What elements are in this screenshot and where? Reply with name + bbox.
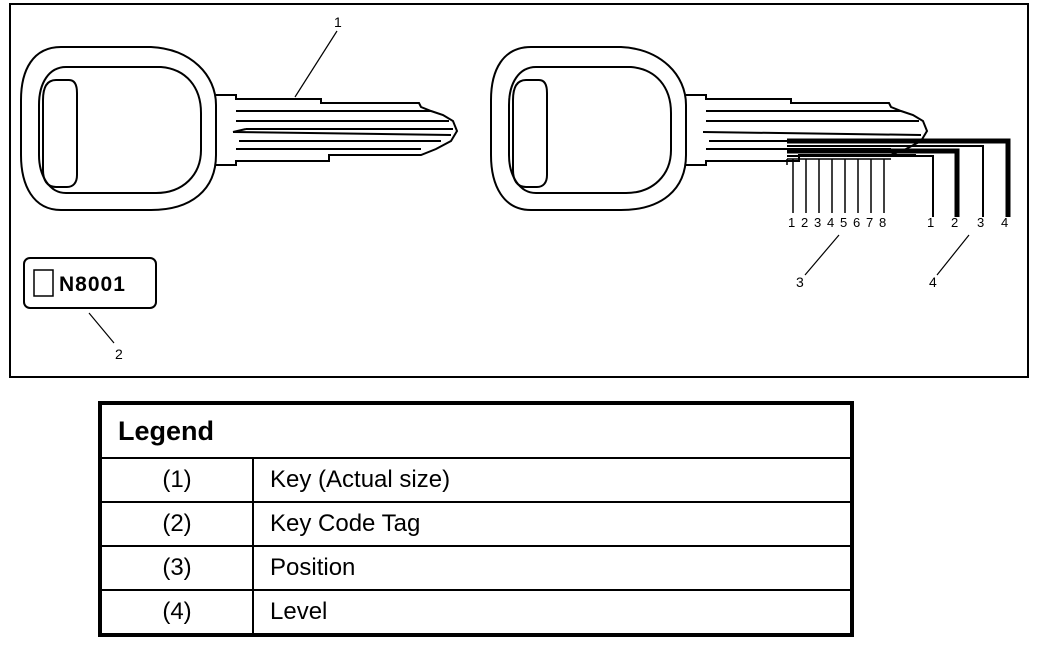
legend-description: Position [252,545,853,591]
legend-description: Level [252,589,853,636]
legend-row: (3) Position [99,545,853,591]
legend-description: Key Code Tag [252,501,853,547]
position-number: 4 [827,215,834,230]
legend-row: (1) Key (Actual size) [99,457,853,503]
key-illustration: 1 2 3 4 5 6 7 8 1 2 3 4 N8001 1 2 3 4 [20,14,1011,362]
legend-number: (3) [99,545,254,591]
legend-row: (2) Key Code Tag [99,501,853,547]
key-cut-diagram [490,46,929,211]
legend-number: (4) [99,589,254,636]
level-number: 3 [977,215,984,230]
callout-3: 3 [796,274,804,290]
position-number: 2 [801,215,808,230]
callout-1: 1 [334,14,342,30]
legend-description: Key (Actual size) [252,457,853,503]
position-number: 5 [840,215,847,230]
callout-2: 2 [115,346,123,362]
position-number: 3 [814,215,821,230]
callout-leaders [88,30,970,344]
level-lines [787,138,1011,217]
position-number: 1 [788,215,795,230]
position-number: 6 [853,215,860,230]
legend-number: (2) [99,501,254,547]
legend-table: Legend (1) Key (Actual size) (2) Key Cod… [98,401,854,637]
callout-4: 4 [929,274,937,290]
key-diagram: 1 2 3 4 5 6 7 8 1 2 3 4 N8001 1 2 3 4 [9,3,1029,378]
position-number: 7 [866,215,873,230]
position-lines [786,158,891,213]
level-number: 1 [927,215,934,230]
level-number: 4 [1001,215,1008,230]
legend-row: (4) Level [99,589,853,636]
position-number: 8 [879,215,886,230]
key-code-text: N8001 [59,273,126,296]
key-actual-size [20,46,459,211]
key-code-tag: N8001 [23,257,157,309]
level-number: 2 [951,215,958,230]
legend-title: Legend [99,402,853,459]
legend-header-row: Legend [99,402,853,459]
legend-number: (1) [99,457,254,503]
